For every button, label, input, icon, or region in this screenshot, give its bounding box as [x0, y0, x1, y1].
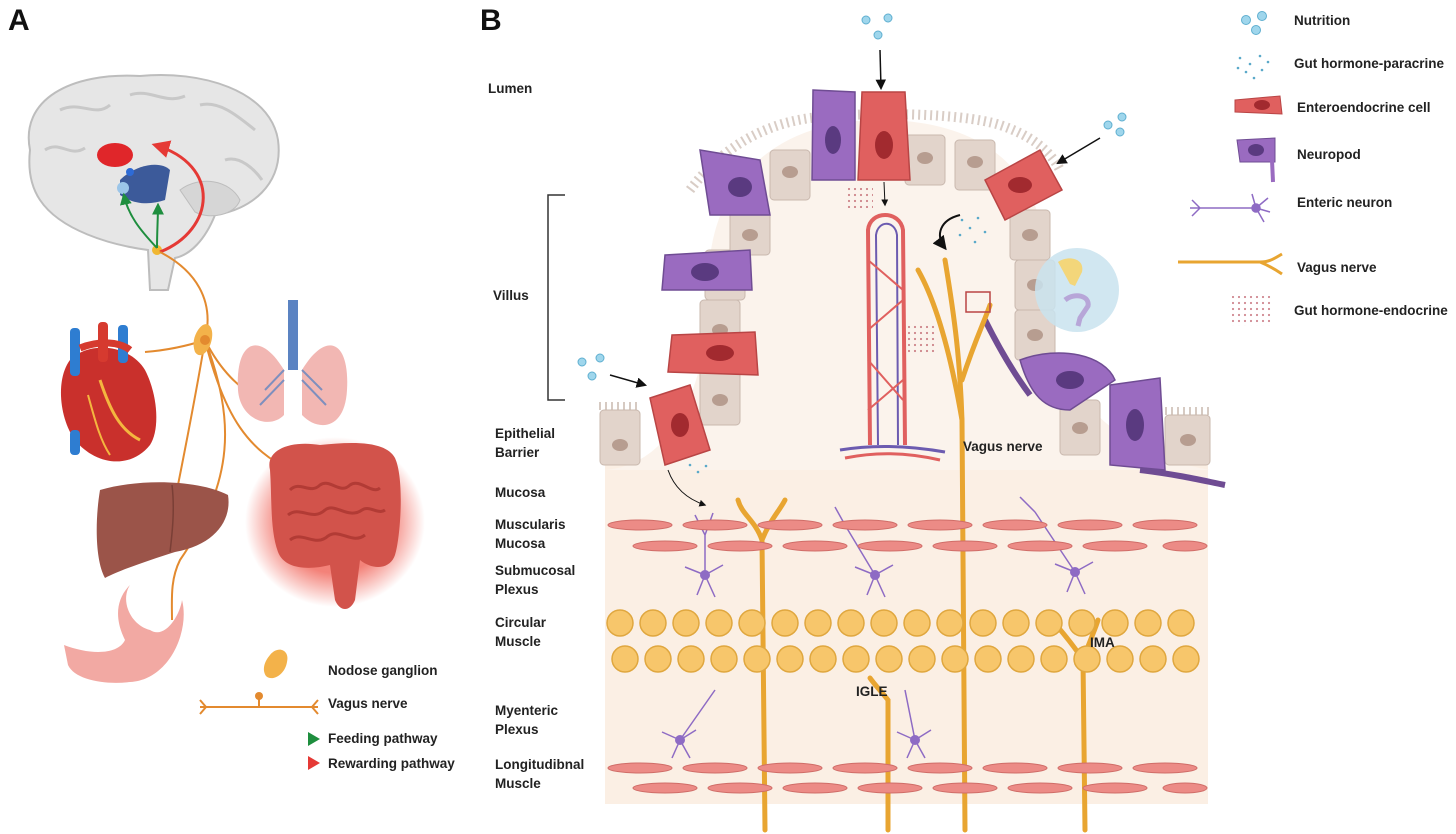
- nutrition-dots: [577, 13, 1127, 381]
- epithelium: [599, 134, 1211, 466]
- synapse-zoom-neuropod: [1063, 293, 1091, 327]
- nutrition-arrow: [875, 49, 887, 91]
- layer-label: Muscle: [495, 634, 541, 649]
- circular-muscle: [606, 609, 1200, 673]
- igle-annotation: IGLE: [856, 684, 888, 699]
- nutrition-arrow: [1056, 137, 1101, 165]
- legend-a-label: Vagus nerve: [328, 696, 408, 711]
- legend-b-label: Enteroendocrine cell: [1297, 100, 1431, 115]
- paracrine-dots: [688, 216, 987, 474]
- panel-a: A: [8, 4, 455, 771]
- brain-icon: [27, 74, 280, 291]
- longitudinal-muscle: [607, 762, 1208, 794]
- legend-b-label: Gut hormone-endocrine: [1294, 303, 1448, 318]
- legend-a-label: Rewarding pathway: [328, 756, 455, 771]
- synapse-zoom-terminal: [1058, 258, 1083, 286]
- legend-b-label: Neuropod: [1297, 147, 1361, 162]
- legend-b-label: Gut hormone-paracrine: [1294, 56, 1445, 71]
- layer-label: Epithelial: [495, 426, 555, 441]
- layer-label: Circular: [495, 615, 547, 630]
- intestines-icon: [245, 437, 425, 609]
- layer-label: Lumen: [488, 81, 532, 96]
- legend-b-label: Vagus nerve: [1297, 260, 1377, 275]
- enteroendocrine-cell-icon: [1234, 95, 1283, 115]
- legend-b-label: Enteric neuron: [1297, 195, 1392, 210]
- panel-b-letter: B: [480, 4, 502, 37]
- stomach-icon: [64, 585, 184, 683]
- hormone-arrow: [932, 214, 961, 251]
- endocrine-dots-icon: [1232, 296, 1272, 326]
- nodose-ganglion-icon: [263, 649, 288, 679]
- enteric-neurons: [661, 496, 1094, 759]
- vagus-nerve-fiber-icon: [1178, 252, 1283, 276]
- layer-label: Plexus: [495, 582, 539, 597]
- layer-label: Barrier: [495, 445, 540, 460]
- legend-a-label: Nodose ganglion: [328, 663, 438, 678]
- nutrition-icon: [1241, 11, 1267, 35]
- layer-label: Myenteric: [495, 703, 559, 718]
- liver-icon: [96, 482, 229, 578]
- nutrition-arrow: [609, 374, 648, 388]
- villus-bracket: [547, 194, 565, 401]
- layer-label: Mucosa: [495, 485, 546, 500]
- legend-b-label: Nutrition: [1294, 13, 1350, 28]
- synapse-box: [965, 291, 991, 313]
- green-arrow-icon: [215, 732, 320, 746]
- layer-label: Longitudibnal: [495, 757, 584, 772]
- vagus-nerve-icon: [199, 692, 319, 715]
- hormone-arrow: [667, 469, 707, 507]
- microvilli: [599, 402, 1209, 415]
- panel-b: B: [480, 4, 1448, 833]
- heart-icon: [60, 322, 157, 462]
- neuropod-icon: [1236, 137, 1276, 183]
- red-arrow-icon: [215, 756, 320, 770]
- muscularis-mucosa: [607, 519, 1208, 552]
- layer-label: Villus: [493, 288, 529, 303]
- enteric-neuron-icon: [1190, 193, 1271, 223]
- ima-annotation: IMA: [1090, 635, 1115, 650]
- endocrine-dots: [908, 325, 938, 353]
- brain-red-region: [97, 143, 133, 167]
- layer-label: Submucosal: [495, 563, 575, 578]
- layer-label: Muscle: [495, 776, 541, 791]
- layer-label: Mucosa: [495, 536, 546, 551]
- layer-label: Muscularis: [495, 517, 566, 532]
- legend-a-label: Feeding pathway: [328, 731, 438, 746]
- hormone-arrow: [881, 181, 889, 207]
- synapse-zoom: [1035, 248, 1119, 332]
- lungs-icon: [237, 300, 348, 426]
- endocrine-dots: [845, 188, 873, 208]
- panel-a-letter: A: [8, 4, 30, 37]
- layer-label: Plexus: [495, 722, 539, 737]
- blood-vessel-icon: [839, 213, 946, 462]
- panel-a-legend: Nodose ganglion Vagus nerve Feeding path…: [199, 649, 455, 771]
- layer-labels: Lumen Villus Epithelial Barrier Mucosa M…: [488, 81, 584, 791]
- vagus-nerve-annotation: Vagus nerve: [963, 439, 1043, 454]
- panel-b-legend: Nutrition Gut hormone-paracrine Enteroen…: [1178, 11, 1448, 326]
- paracrine-dots-icon: [1236, 54, 1270, 80]
